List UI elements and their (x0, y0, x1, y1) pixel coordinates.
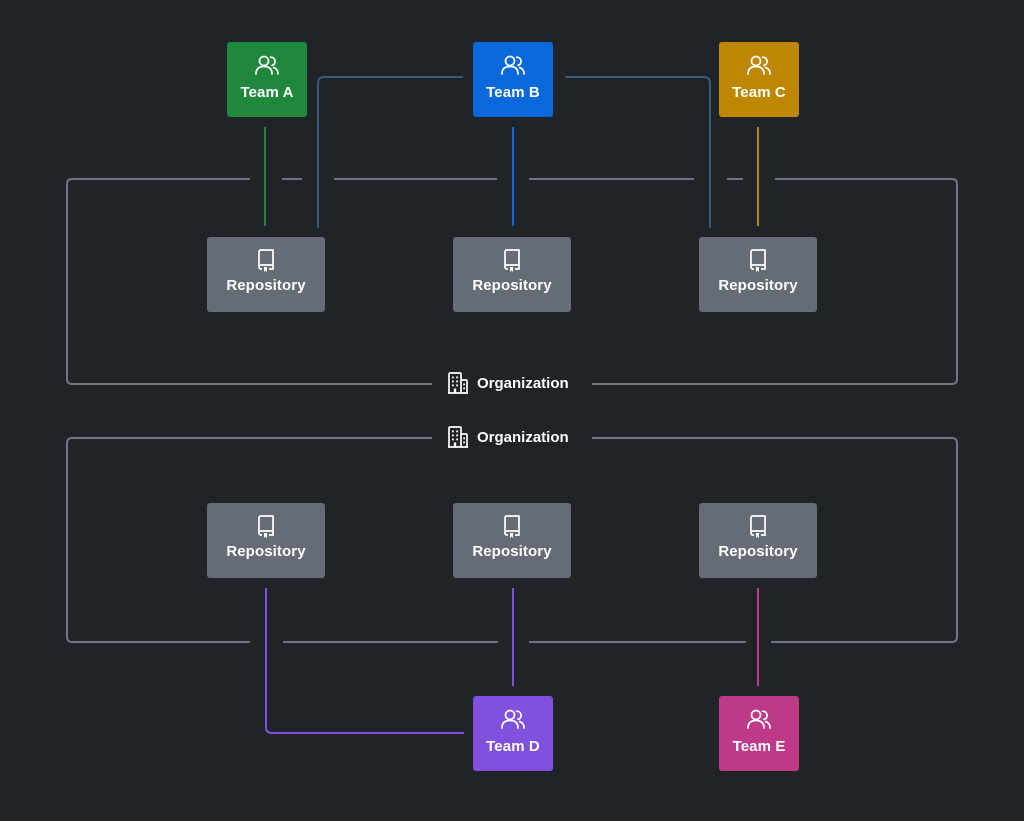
repository-label: Repository (226, 277, 306, 294)
repo-icon (750, 249, 766, 272)
repository-node[interactable]: Repository (699, 503, 817, 578)
team-a-node[interactable]: Team A (227, 42, 307, 117)
organization-label: Organization (443, 372, 573, 394)
team-e-node[interactable]: Team E (719, 696, 799, 771)
repository-node[interactable]: Repository (207, 237, 325, 312)
team-c-node[interactable]: Team C (719, 42, 799, 117)
repository-label: Repository (718, 277, 798, 294)
organization-icon (448, 426, 468, 448)
people-icon (501, 709, 525, 729)
repository-node[interactable]: Repository (699, 237, 817, 312)
team-a-label: Team A (240, 84, 294, 101)
connector-team-d (265, 588, 514, 734)
repo-icon (258, 249, 274, 272)
repository-label: Repository (226, 543, 306, 560)
team-c-label: Team C (732, 84, 786, 101)
organization-icon (448, 372, 468, 394)
repo-icon (504, 249, 520, 272)
team-b-node[interactable]: Team B (473, 42, 553, 117)
repository-node[interactable]: Repository (207, 503, 325, 578)
people-icon (255, 55, 279, 75)
repository-node[interactable]: Repository (453, 503, 571, 578)
team-e-label: Team E (732, 738, 786, 755)
people-icon (747, 55, 771, 75)
organization-label: Organization (443, 426, 573, 448)
organization-name: Organization (477, 428, 569, 446)
team-d-node[interactable]: Team D (473, 696, 553, 771)
people-icon (747, 709, 771, 729)
repository-node[interactable]: Repository (453, 237, 571, 312)
org-bottom-border (66, 437, 958, 643)
repository-label: Repository (472, 543, 552, 560)
org-top-border (66, 178, 958, 385)
team-d-label: Team D (486, 738, 540, 755)
repository-label: Repository (718, 543, 798, 560)
people-icon (501, 55, 525, 75)
organization-name: Organization (477, 374, 569, 392)
repo-icon (750, 515, 766, 538)
repo-icon (504, 515, 520, 538)
repo-icon (258, 515, 274, 538)
repository-label: Repository (472, 277, 552, 294)
team-b-label: Team B (486, 84, 540, 101)
